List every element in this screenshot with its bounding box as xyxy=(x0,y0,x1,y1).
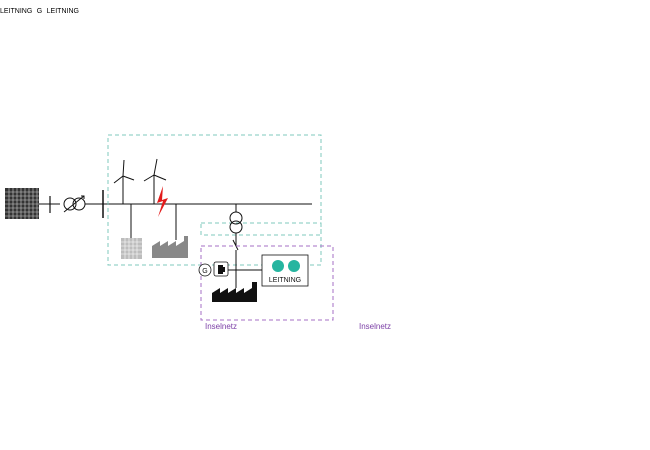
transformer-icon xyxy=(63,195,86,213)
fault-icon: LEITNING G LEITNING xyxy=(0,0,391,331)
island-right-box: LEITNING G LEITNING xyxy=(0,0,391,331)
teal-inner-box xyxy=(200,222,322,236)
svg-text:LEITNING: LEITNING xyxy=(269,277,301,284)
wind-turbine-icon xyxy=(143,158,167,204)
factory-icon xyxy=(212,282,257,302)
control-center-icon: LEITNING xyxy=(46,8,79,15)
generator-icon: G xyxy=(36,8,43,15)
island-left-label: Inselnetz xyxy=(205,322,238,331)
island-bus: LEITNING G LEITNING xyxy=(0,0,391,331)
generator-icon: G xyxy=(198,263,212,277)
island-left-box xyxy=(200,245,334,321)
control-center-icon: LEITNING xyxy=(0,8,33,15)
wind-turbine-icon xyxy=(113,159,135,204)
factory-icon xyxy=(152,236,188,258)
fault-icon xyxy=(157,186,168,217)
island-right-label: Inselnetz xyxy=(359,322,392,331)
power-grid-icon xyxy=(5,188,39,219)
svg-text:G: G xyxy=(202,268,207,275)
control-center-icon: LEITNING xyxy=(261,254,309,287)
solar-panel-icon xyxy=(121,238,142,259)
fuel-pump-icon xyxy=(213,261,229,277)
